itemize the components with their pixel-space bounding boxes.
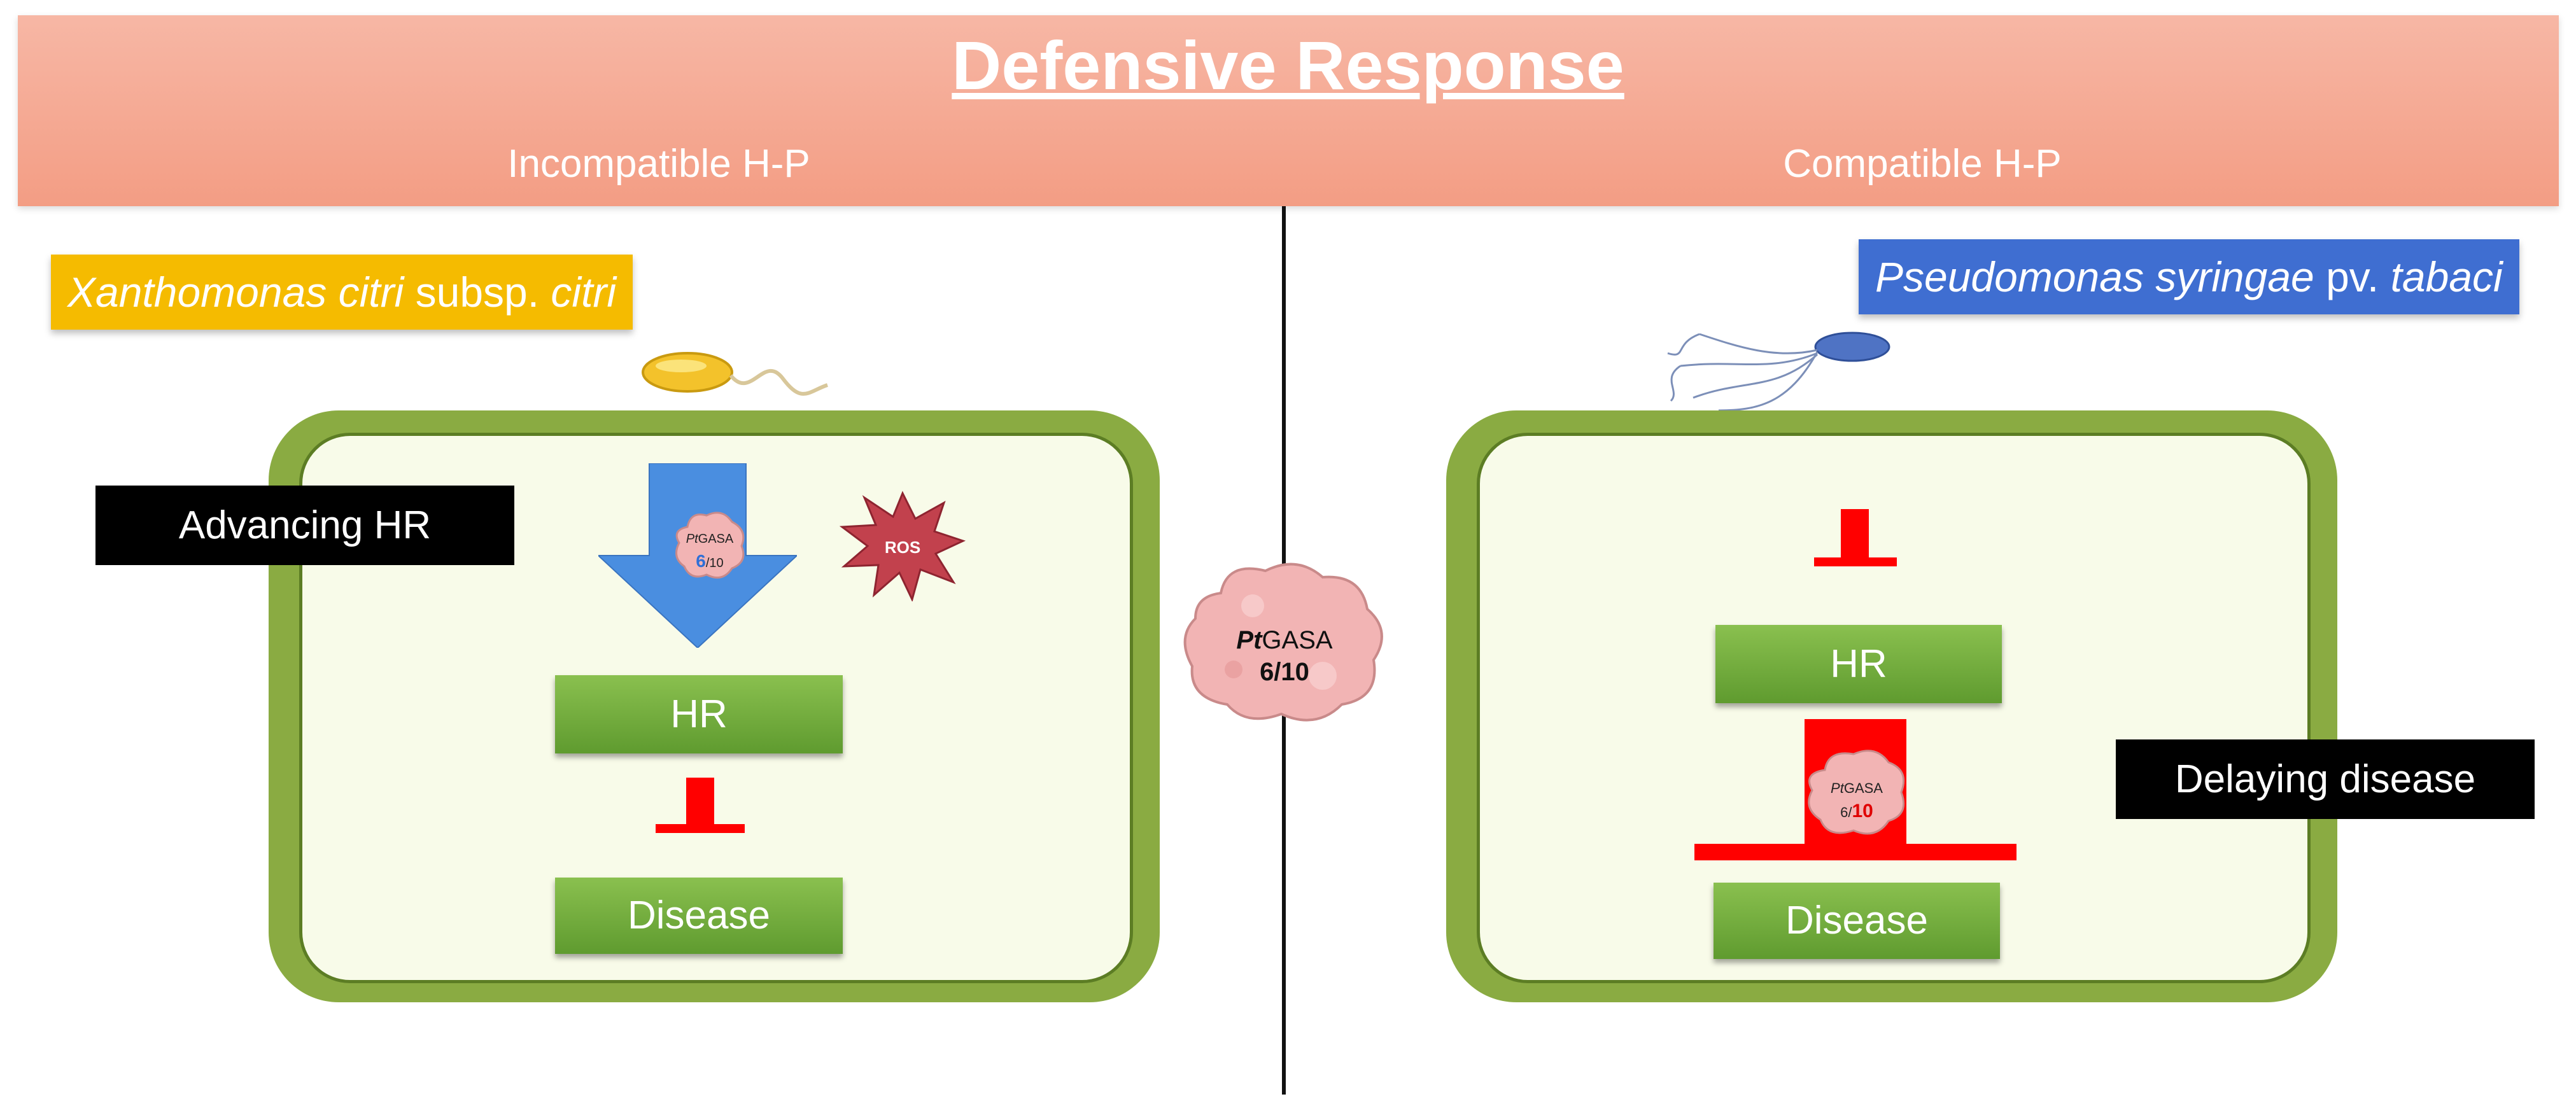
pseudomonas-label: Pseudomonas syringae pv. tabaci (1859, 239, 2519, 314)
right-inhibition-bar (1694, 844, 2016, 860)
left-protein-name: PtGASA (686, 532, 734, 546)
left-inhibition-stem (686, 778, 714, 830)
right-protein-name: PtGASA (1831, 780, 1883, 796)
center-protein-name: PtGASA (1236, 626, 1333, 654)
compatible-label: Compatible H-P (1783, 142, 2062, 186)
right-top-inhibition-stem (1841, 509, 1869, 563)
left-inhibition-bar (656, 824, 745, 833)
ros-burst-icon (839, 491, 966, 601)
delaying-disease-label: Delaying disease (2116, 739, 2535, 819)
left-disease-box: Disease (555, 878, 843, 954)
center-protein-blob-icon (1183, 563, 1383, 722)
right-disease-box: Disease (1714, 883, 2000, 959)
right-protein-ratio: 6/10 (1840, 801, 1873, 822)
left-protein-blob-icon (675, 512, 745, 579)
left-protein-ratio: 6/10 (696, 551, 724, 571)
right-protein-blob-icon (1808, 750, 1905, 835)
right-top-inhibition-bar (1814, 557, 1897, 566)
xanthomonas-label: Xanthomonas citri subsp. citri (51, 255, 633, 330)
incompatible-label: Incompatible H-P (507, 142, 810, 186)
xanthomonas-bacterium-icon (642, 352, 828, 396)
advancing-hr-label: Advancing HR (95, 486, 514, 565)
header-banner (18, 15, 2559, 206)
diagram-title: Defensive Response (952, 27, 1624, 104)
right-hr-box: HR (1715, 625, 2002, 703)
center-protein-ratio: 6/10 (1260, 658, 1309, 686)
left-hr-box: HR (555, 675, 843, 753)
ros-label: ROS (884, 538, 921, 557)
pseudomonas-bacterium-icon (1667, 332, 1890, 412)
